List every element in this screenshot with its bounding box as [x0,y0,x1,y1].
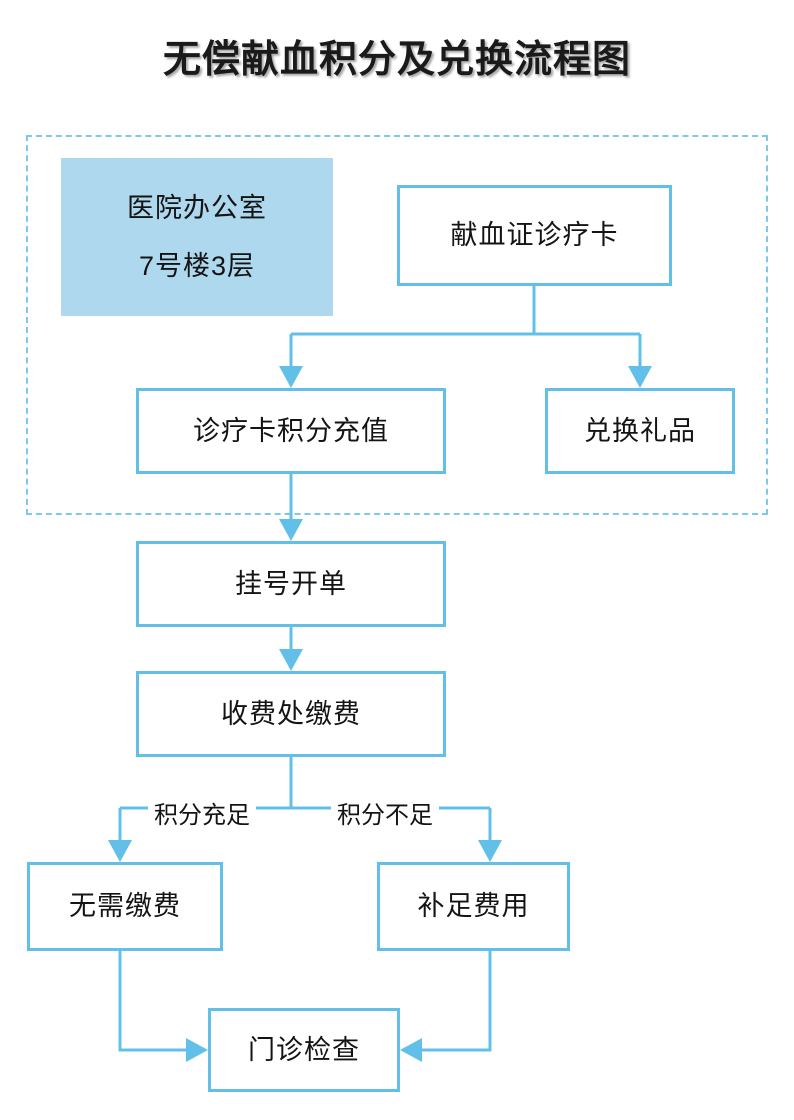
node-card-points-recharge[interactable]: 诊疗卡积分充值 [136,388,446,474]
arrowhead-exam-left [186,1038,208,1062]
node-pay-difference-label: 补足费用 [417,891,530,922]
page-title: 无偿献血积分及兑换流程图 [162,36,631,81]
node-no-payment-needed-label: 无需缴费 [69,891,181,922]
arrowhead-pay [279,649,303,671]
edge-addfee-to-exam [416,951,492,1052]
node-card-points-recharge-label: 诊疗卡积分充值 [193,415,389,446]
arrowhead-register [279,519,303,541]
edge-label-points-enough: 积分充足 [148,795,256,830]
arrowhead-gift [628,366,652,388]
arrowhead-nofee [108,840,132,862]
node-hospital-office-line2: 7号楼3层 [138,251,256,281]
node-hospital-office-line1: 医院办公室 [127,192,267,223]
node-cashier-payment-label: 收费处缴费 [221,698,361,729]
node-redeem-gift-label: 兑换礼品 [584,415,696,446]
node-donation-card-label: 献血证诊疗卡 [450,220,619,251]
node-hospital-office[interactable]: 医院办公室 7号楼3层 [61,158,333,316]
node-outpatient-exam-label: 门诊检查 [248,1034,360,1065]
node-registration-order[interactable]: 挂号开单 [136,541,446,627]
dashed-group-container [26,135,768,515]
node-outpatient-exam[interactable]: 门诊检查 [208,1008,400,1092]
arrowhead-addfee [478,840,502,862]
node-donation-card[interactable]: 献血证诊疗卡 [397,185,672,286]
arrowhead-recharge [279,366,303,388]
node-no-payment-needed[interactable]: 无需缴费 [27,862,223,951]
arrowhead-exam-right [400,1038,422,1062]
edge-nofee-to-exam [118,951,192,1052]
node-pay-difference[interactable]: 补足费用 [377,862,570,951]
edge-label-points-short: 积分不足 [331,795,439,830]
node-cashier-payment[interactable]: 收费处缴费 [136,671,446,757]
node-redeem-gift[interactable]: 兑换礼品 [545,388,735,474]
node-registration-order-label: 挂号开单 [235,568,347,599]
